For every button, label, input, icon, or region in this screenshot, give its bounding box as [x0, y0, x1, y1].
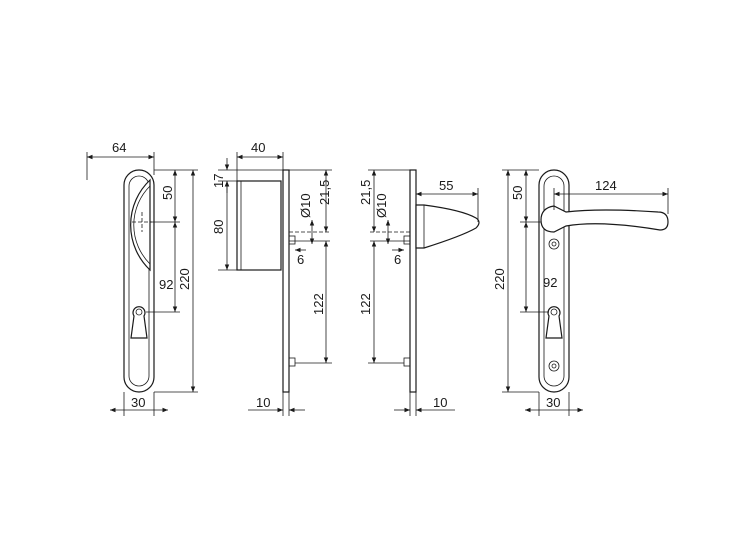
cylinder-hole [135, 308, 143, 316]
lever-side-pin-top [403, 235, 411, 245]
dim-knob-top-offset: 50 [160, 186, 175, 200]
knob-front-view: 64 50 92 220 30 [86, 140, 198, 416]
dim-lever-front-length: 220 [492, 268, 507, 290]
lever-front-plate [538, 169, 570, 393]
dim-lever-back-offset: 21,5 [358, 180, 373, 205]
dim-knob-top-edge: 17 [211, 174, 226, 188]
lever-side-view: 21,5 Ø10 6 122 55 10 [358, 169, 480, 416]
dim-screw-distance: 122 [311, 293, 326, 315]
cylinder-cutout [130, 306, 148, 339]
knob-half-dome [130, 178, 151, 272]
side-plate [282, 169, 290, 393]
side-knob-body [236, 180, 282, 271]
dim-knob-depth: 40 [251, 140, 265, 155]
dim-knob-height: 80 [211, 220, 226, 234]
front-plate-inner-outline [128, 175, 150, 387]
dim-lever-back-screw: 122 [358, 293, 373, 315]
dim-plate-thickness: 10 [256, 395, 270, 410]
dim-spindle-diameter: Ø10 [298, 193, 313, 218]
dim-spindle-offset: 21,5 [317, 180, 332, 205]
dim-lever-front-distance: 92 [543, 275, 557, 290]
lever-front-view: 124 50 92 220 30 [492, 169, 669, 416]
dim-lever-front-width: 30 [546, 395, 560, 410]
lever-rosette-bottom [548, 360, 560, 372]
lever-rosette-top [548, 238, 560, 250]
lever-front-plate-inner [543, 175, 565, 387]
front-plate-outline [123, 169, 155, 393]
dim-front-distance: 92 [159, 277, 173, 292]
dim-lever-back-plate: 10 [433, 395, 447, 410]
dim-front-width: 30 [131, 395, 145, 410]
side-screw-bottom [288, 357, 296, 367]
dim-knob-width: 64 [112, 140, 126, 155]
dim-lever-back-diameter: Ø10 [374, 193, 389, 218]
dim-lever-projection: 55 [439, 178, 453, 193]
dim-spindle-depth: 6 [297, 252, 304, 267]
knob-side-view: 40 17 80 Ø10 21,5 6 122 10 [211, 140, 332, 416]
dim-lever-length: 124 [595, 178, 617, 193]
lever-side-handle [415, 204, 480, 249]
dim-lever-top-offset: 50 [510, 186, 525, 200]
knob-dome-edge [133, 185, 151, 265]
lever-cylinder-cutout [545, 306, 563, 339]
lever-side-plate [409, 169, 417, 393]
dim-lever-back-depth: 6 [394, 252, 401, 267]
side-pin-top [288, 235, 296, 245]
dim-front-length: 220 [177, 268, 192, 290]
lever-front-handle [540, 205, 669, 233]
lever-side-screw-bottom [403, 357, 411, 367]
